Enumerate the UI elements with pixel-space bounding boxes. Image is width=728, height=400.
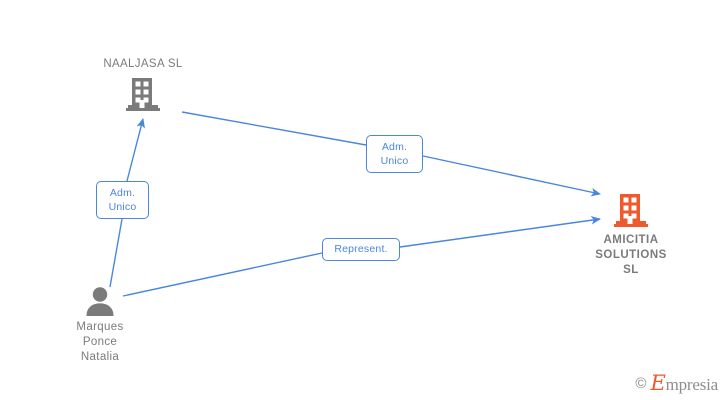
node-label-marques-ponce-natalia: Marques Ponce Natalia (76, 321, 124, 363)
node-label-amicitia: AMICITIA SOLUTIONS SL (595, 234, 667, 276)
edge-label-represent-natalia-amicitia[interactable]: Represent. (322, 238, 400, 261)
edge-line-naaljasa-to-amicitia-arrow (422, 155, 601, 197)
edge-line-naaljasa-to-amicitia (181, 111, 367, 146)
node-marques-ponce-natalia[interactable]: Marques Ponce Natalia (35, 285, 165, 365)
edge-label-adm-unico-natalia-naaljasa[interactable]: Adm. Unico (96, 181, 149, 219)
node-amicitia[interactable]: AMICITIA SOLUTIONS SL (566, 192, 696, 278)
edge-line-natalia-to-naaljasa-arrow (126, 118, 145, 182)
building-icon[interactable] (78, 76, 208, 114)
empresia-logo-rest: mpresia (665, 375, 719, 394)
node-naaljasa[interactable]: NAALJASA SL (78, 57, 208, 114)
empresia-watermark: © Empresia (635, 373, 718, 394)
empresia-logo-initial: E (650, 371, 666, 395)
edge-label-adm-unico-naaljasa-amicitia[interactable]: Adm. Unico (366, 135, 423, 173)
empresia-wordmark: Empresia (650, 373, 718, 394)
person-icon[interactable] (35, 285, 165, 317)
building-icon[interactable] (566, 192, 696, 230)
node-label-naaljasa: NAALJASA SL (103, 58, 183, 70)
edge-line-natalia-to-naaljasa (109, 218, 123, 288)
copyright-icon: © (635, 375, 647, 392)
